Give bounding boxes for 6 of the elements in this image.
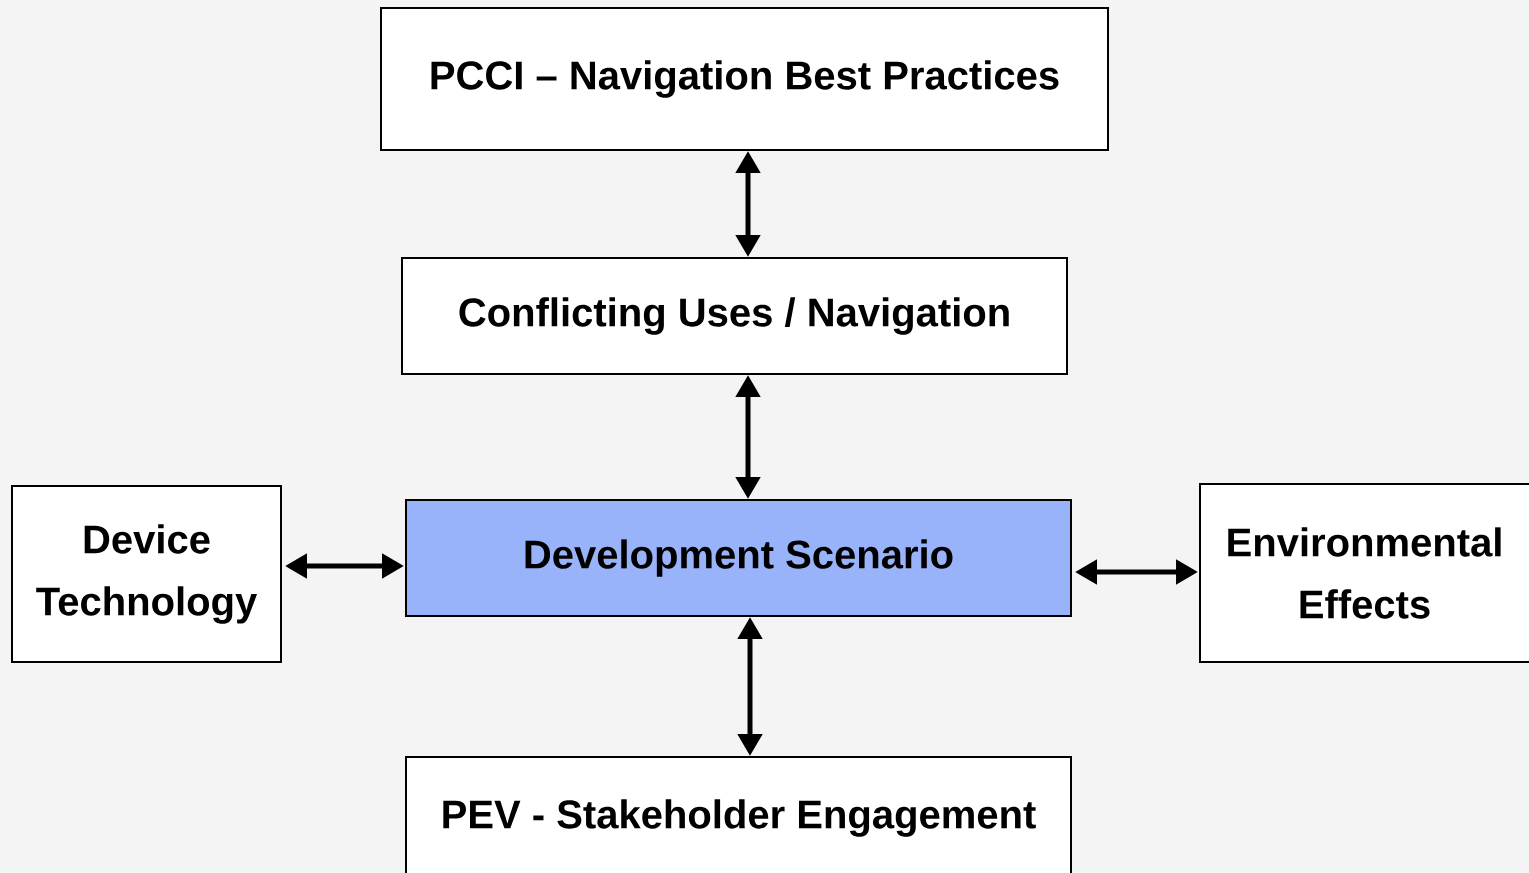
process-box: PCCI – Navigation Best Practices	[380, 7, 1109, 151]
process-box: Development Scenario	[405, 499, 1072, 617]
process-box: Device Technology	[11, 485, 282, 663]
process-box: Environmental Effects	[1199, 483, 1529, 663]
process-box: PEV - Stakeholder Engagement	[405, 756, 1072, 873]
process-box: Conflicting Uses / Navigation	[401, 257, 1068, 375]
